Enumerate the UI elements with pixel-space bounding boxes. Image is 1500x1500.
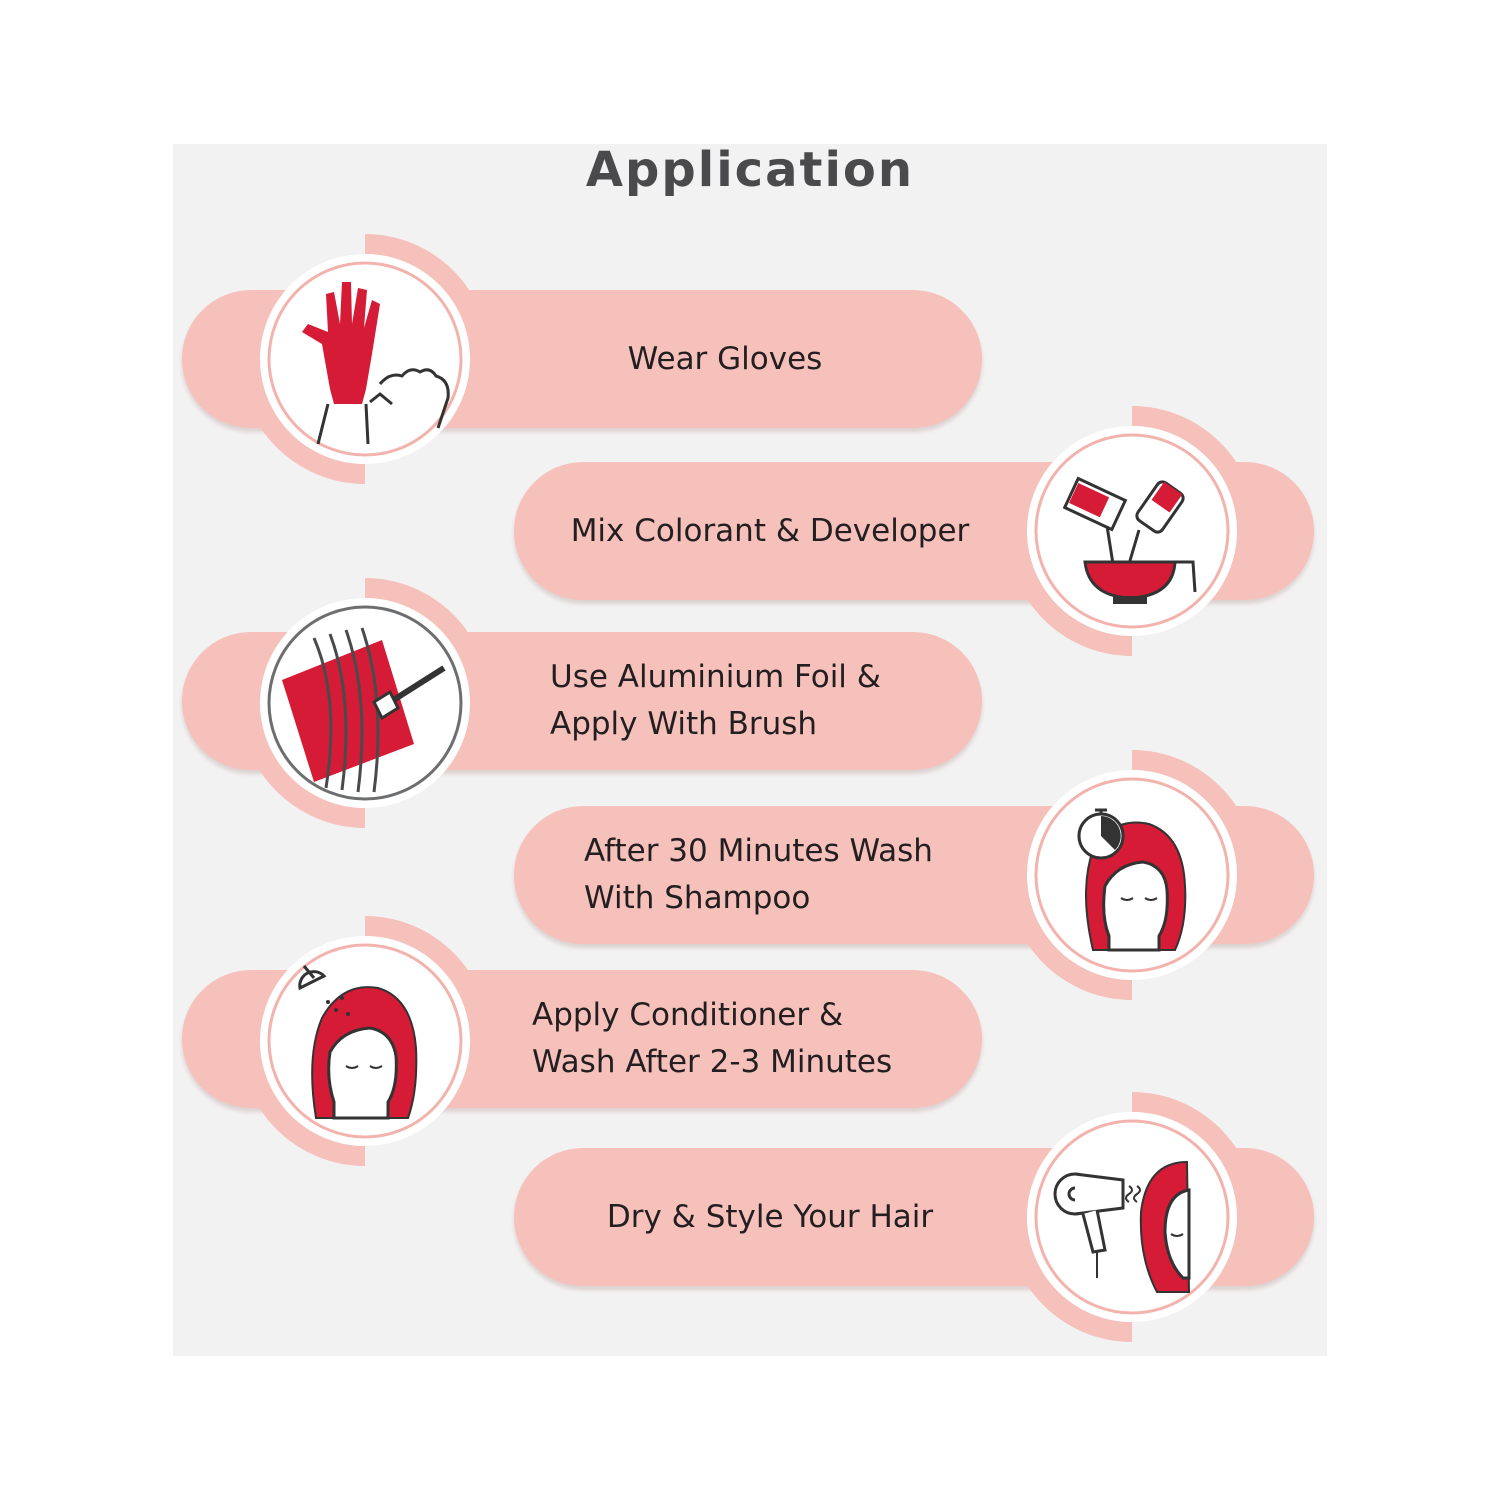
shower-hair-icon: [230, 906, 500, 1176]
step-label: Apply Conditioner & Wash After 2-3 Minut…: [532, 997, 893, 1080]
foil-brush-icon: [230, 568, 500, 838]
step-label: After 30 Minutes Wash With Shampoo: [584, 833, 933, 916]
mixing-bowl-icon: [997, 396, 1267, 666]
hair-dryer-icon: [997, 1082, 1267, 1352]
step-label: Mix Colorant & Developer: [570, 512, 970, 549]
step-label: Dry & Style Your Hair: [606, 1198, 934, 1235]
step-label: Use Aluminium Foil & Apply With Brush: [550, 659, 881, 742]
page-title: Application: [585, 142, 915, 198]
step-label: Wear Gloves: [627, 340, 823, 377]
gloves-icon: [230, 224, 500, 494]
timer-hair-icon: [997, 740, 1267, 1010]
